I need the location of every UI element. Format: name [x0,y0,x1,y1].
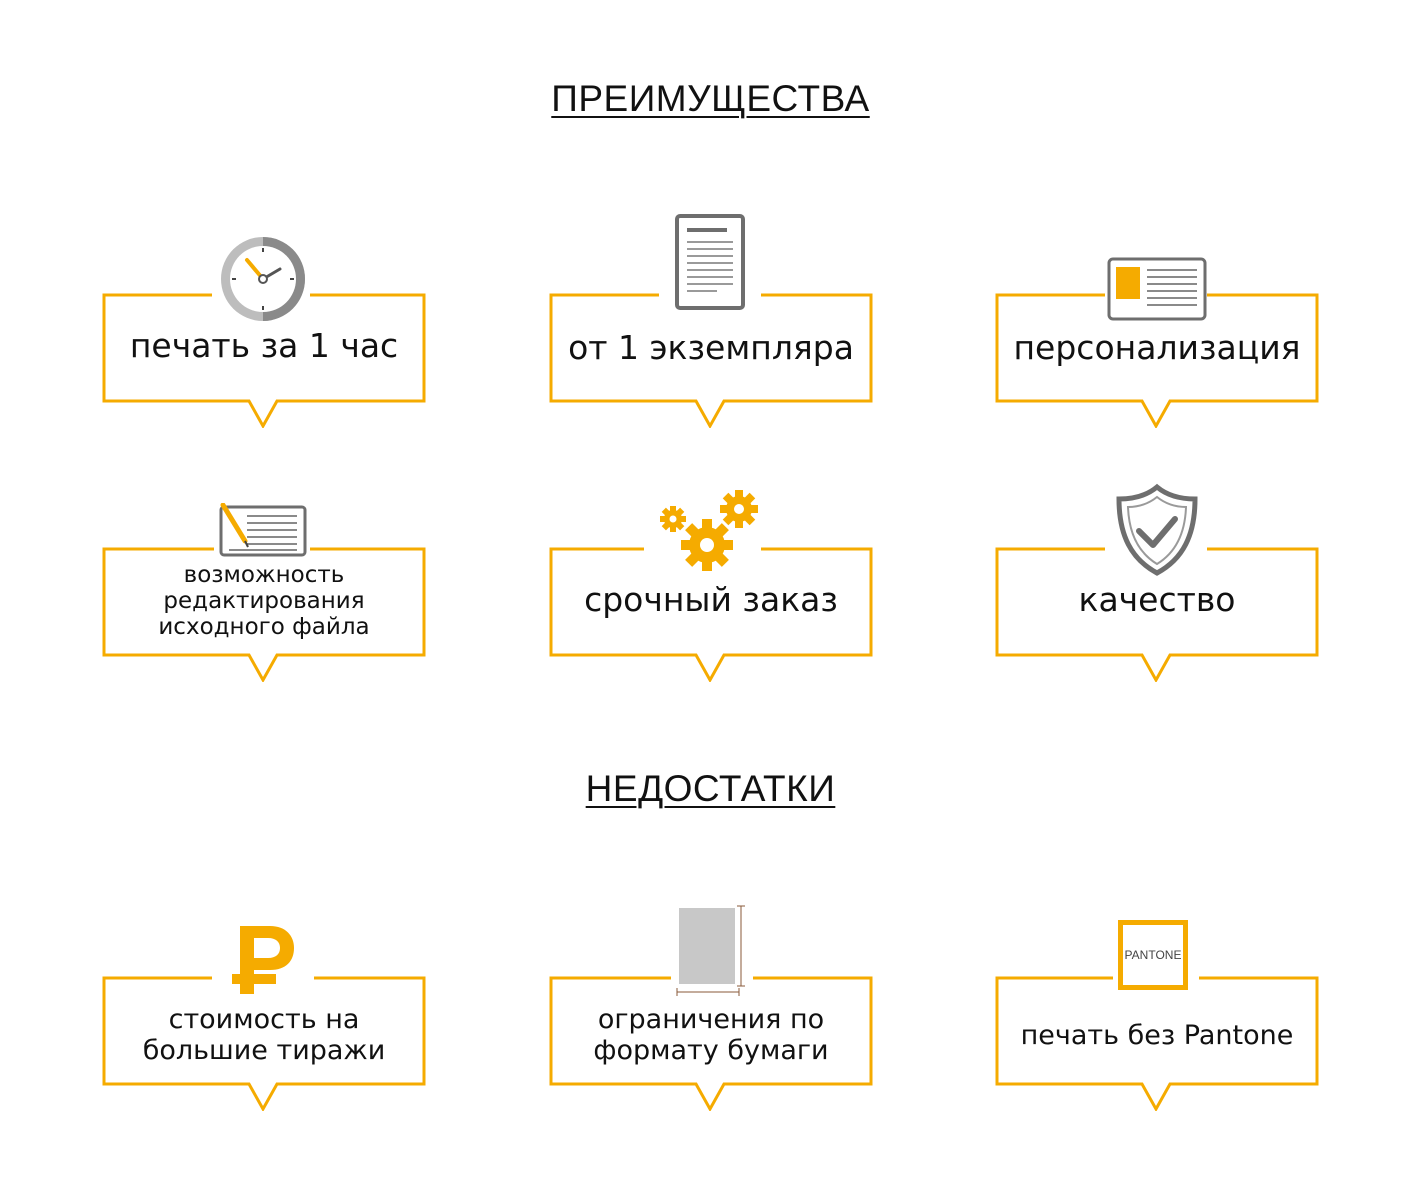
advantage-label: персонализация [1013,327,1301,367]
advantage-card-edit-source: возможность редактирования исходного фай… [102,503,426,682]
advantage-card-quality: качество [995,483,1319,682]
advantage-label: печать за 1 час [129,325,399,365]
disadvantage-card-cost: стоимость на большие тиражи [102,926,426,1111]
edit-document-icon [219,503,307,557]
document-icon [675,214,745,310]
disadvantage-label: ограничения по формату бумаги [593,1004,829,1066]
pantone-icon-text: PANTONE [1124,948,1182,962]
advantage-card-from-1-copy: от 1 экземпляра [549,214,873,428]
advantages-heading: ПРЕИМУЩЕСТВА [551,78,870,119]
advantage-label: качество [1078,579,1236,619]
advantage-label: возможность редактирования исходного фай… [158,562,370,640]
disadvantages-heading: НЕДОСТАТКИ [585,768,836,809]
clock-icon [221,237,305,321]
advantage-card-urgent-order: срочный заказ [549,490,873,682]
disadvantage-label: печать без Pantone [1020,1019,1294,1051]
disadvantage-card-pantone: PANTONE печать без Pantone [995,920,1319,1111]
disadvantage-card-paper-format: ограничения по формату бумаги [549,905,873,1111]
pantone-icon: PANTONE [1118,920,1188,990]
gears-icon [660,490,758,571]
id-card-icon [1107,257,1207,321]
advantage-label: срочный заказ [584,579,838,619]
advantage-card-print-1-hour: печать за 1 час [102,237,426,428]
shield-check-icon [1116,483,1198,576]
disadvantage-label: стоимость на большие тиражи [142,1004,386,1066]
advantage-label: от 1 экземпляра [568,327,854,367]
paper-format-icon [676,905,745,996]
advantage-card-personalization: персонализация [995,257,1319,428]
ruble-icon [232,926,294,994]
